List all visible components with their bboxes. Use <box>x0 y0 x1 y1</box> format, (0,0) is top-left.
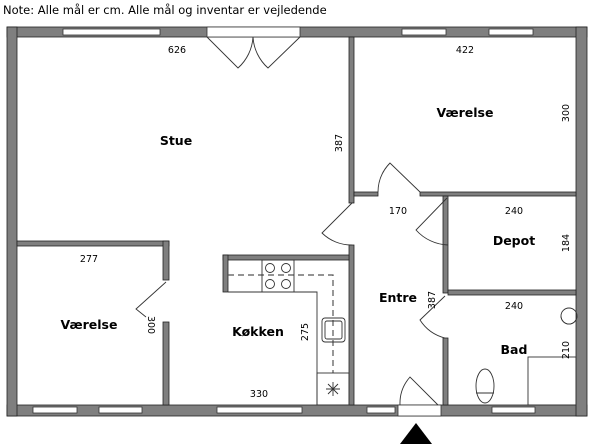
dimension-label: 300 <box>145 316 156 334</box>
dimension-label: 170 <box>389 206 407 217</box>
dimension-label: 387 <box>334 134 345 152</box>
bath-fixtures <box>475 307 578 406</box>
toilet-icon <box>475 368 495 404</box>
door-swing <box>399 376 439 406</box>
dimension-label: 240 <box>505 206 523 217</box>
stove <box>261 259 295 293</box>
window <box>488 28 534 36</box>
fridge <box>316 372 350 406</box>
room-label-vaerelse: Værelse <box>437 105 494 120</box>
room-label-vaerelse: Værelse <box>61 317 118 332</box>
door-swing <box>377 162 421 193</box>
dimension-label: 240 <box>505 301 523 312</box>
burner-icon <box>265 263 275 273</box>
room-label-bad: Bad <box>501 342 528 357</box>
dimension-label: 422 <box>456 45 474 56</box>
window <box>491 406 536 414</box>
window <box>366 406 396 414</box>
burner-icon <box>281 263 291 273</box>
room-label-depot: Depot <box>493 233 535 248</box>
door-swing <box>419 295 446 339</box>
dimension-label: 277 <box>80 254 98 265</box>
entrance-arrow-icon <box>400 423 432 444</box>
dimension-label: 387 <box>427 291 438 309</box>
windows <box>32 26 536 417</box>
window <box>216 406 303 414</box>
dimension-label: 210 <box>561 341 572 359</box>
dimension-label: 300 <box>561 104 572 122</box>
burner-icon <box>281 279 291 289</box>
door-swing <box>135 281 167 318</box>
terrace-door <box>206 26 301 38</box>
dimension-label: 184 <box>561 234 572 252</box>
shower-area <box>527 356 577 406</box>
room-label-stue: Stue <box>160 133 192 148</box>
walls <box>6 26 588 417</box>
door-swing <box>206 36 301 69</box>
burner-icon <box>265 279 275 289</box>
dimension-label: 626 <box>168 45 186 56</box>
room-label-koekken: Køkken <box>232 324 284 339</box>
door-swing <box>415 197 449 246</box>
entrance-door-opening <box>397 404 442 417</box>
window <box>32 406 78 414</box>
sink <box>321 317 346 343</box>
door-swing <box>321 202 353 246</box>
window <box>98 406 143 414</box>
kitchen-fixtures <box>228 260 349 405</box>
room-label-entre: Entre <box>379 290 417 305</box>
doors <box>135 36 449 444</box>
window <box>401 28 447 36</box>
dimension-label: 330 <box>250 389 268 400</box>
plan-note: Note: Alle mål er cm. Alle mål og invent… <box>3 3 327 17</box>
fridge-asterisk-icon <box>326 382 340 396</box>
window <box>62 28 161 36</box>
dimension-label: 275 <box>300 323 311 341</box>
